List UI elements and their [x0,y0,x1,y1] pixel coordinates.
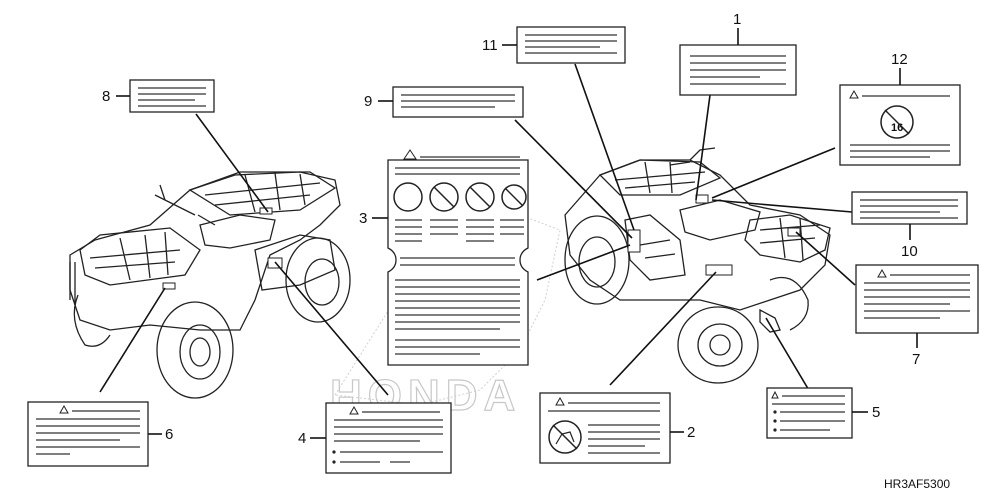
no-passenger-icon [548,420,582,454]
callout-5: 5 [872,404,880,421]
leader-lines [99,63,856,396]
callout-10: 10 [901,243,918,260]
age-restriction-icon [880,105,914,139]
atv-right-view [564,147,831,384]
label-7: 7 [855,264,979,368]
label-10: 10 [851,191,968,260]
label-9: 9 [364,86,524,118]
diagram-code: HR3AF5300 [884,477,950,491]
warning-icon-1 [393,182,423,212]
label-3: 3 [359,149,529,366]
warning-icon-3 [465,182,495,212]
label-12: 16 12 [839,51,961,166]
callout-4: 4 [298,430,306,447]
callout-12: 12 [891,51,908,68]
warning-icon-4 [501,184,527,210]
label-2: 2 [539,392,695,464]
callout-2: 2 [687,424,695,441]
callout-1: 1 [733,11,741,28]
label-11: 11 [482,26,626,64]
warning-icon-2 [429,182,459,212]
age-badge-text: 16 [891,122,903,134]
label-4: 4 [298,402,452,474]
label-1: 1 [679,11,797,96]
callout-7: 7 [912,351,920,368]
label-5: 5 [766,387,880,439]
callout-8: 8 [102,88,110,105]
callout-3: 3 [359,210,367,227]
label-8: 8 [102,79,215,113]
callout-11: 11 [482,37,498,54]
atv-left-view [69,171,351,399]
callout-9: 9 [364,93,372,110]
label-6: 6 [27,401,173,467]
callout-6: 6 [165,426,173,443]
